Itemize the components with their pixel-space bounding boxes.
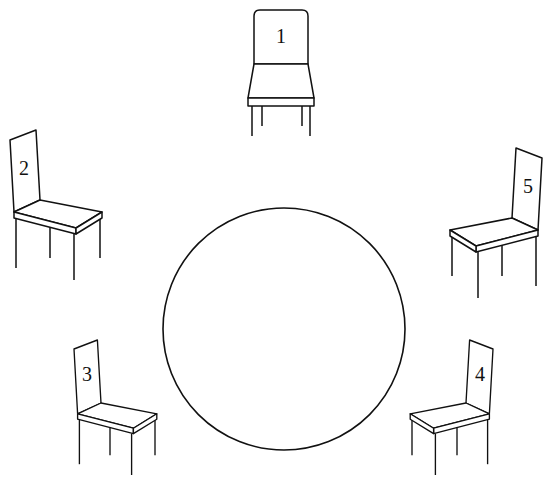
chair-number: 3: [82, 364, 92, 384]
chair-number: 2: [19, 158, 29, 178]
round-table: [163, 208, 405, 450]
chair-lower-right: [410, 340, 493, 475]
chair-number: 4: [475, 364, 485, 384]
chair-right: [450, 148, 542, 298]
chair-number: 5: [523, 176, 533, 196]
chair-number: 1: [276, 26, 286, 46]
chair-left: [10, 130, 102, 280]
chair-lower-left: [74, 340, 157, 475]
chair-front: [248, 10, 314, 136]
